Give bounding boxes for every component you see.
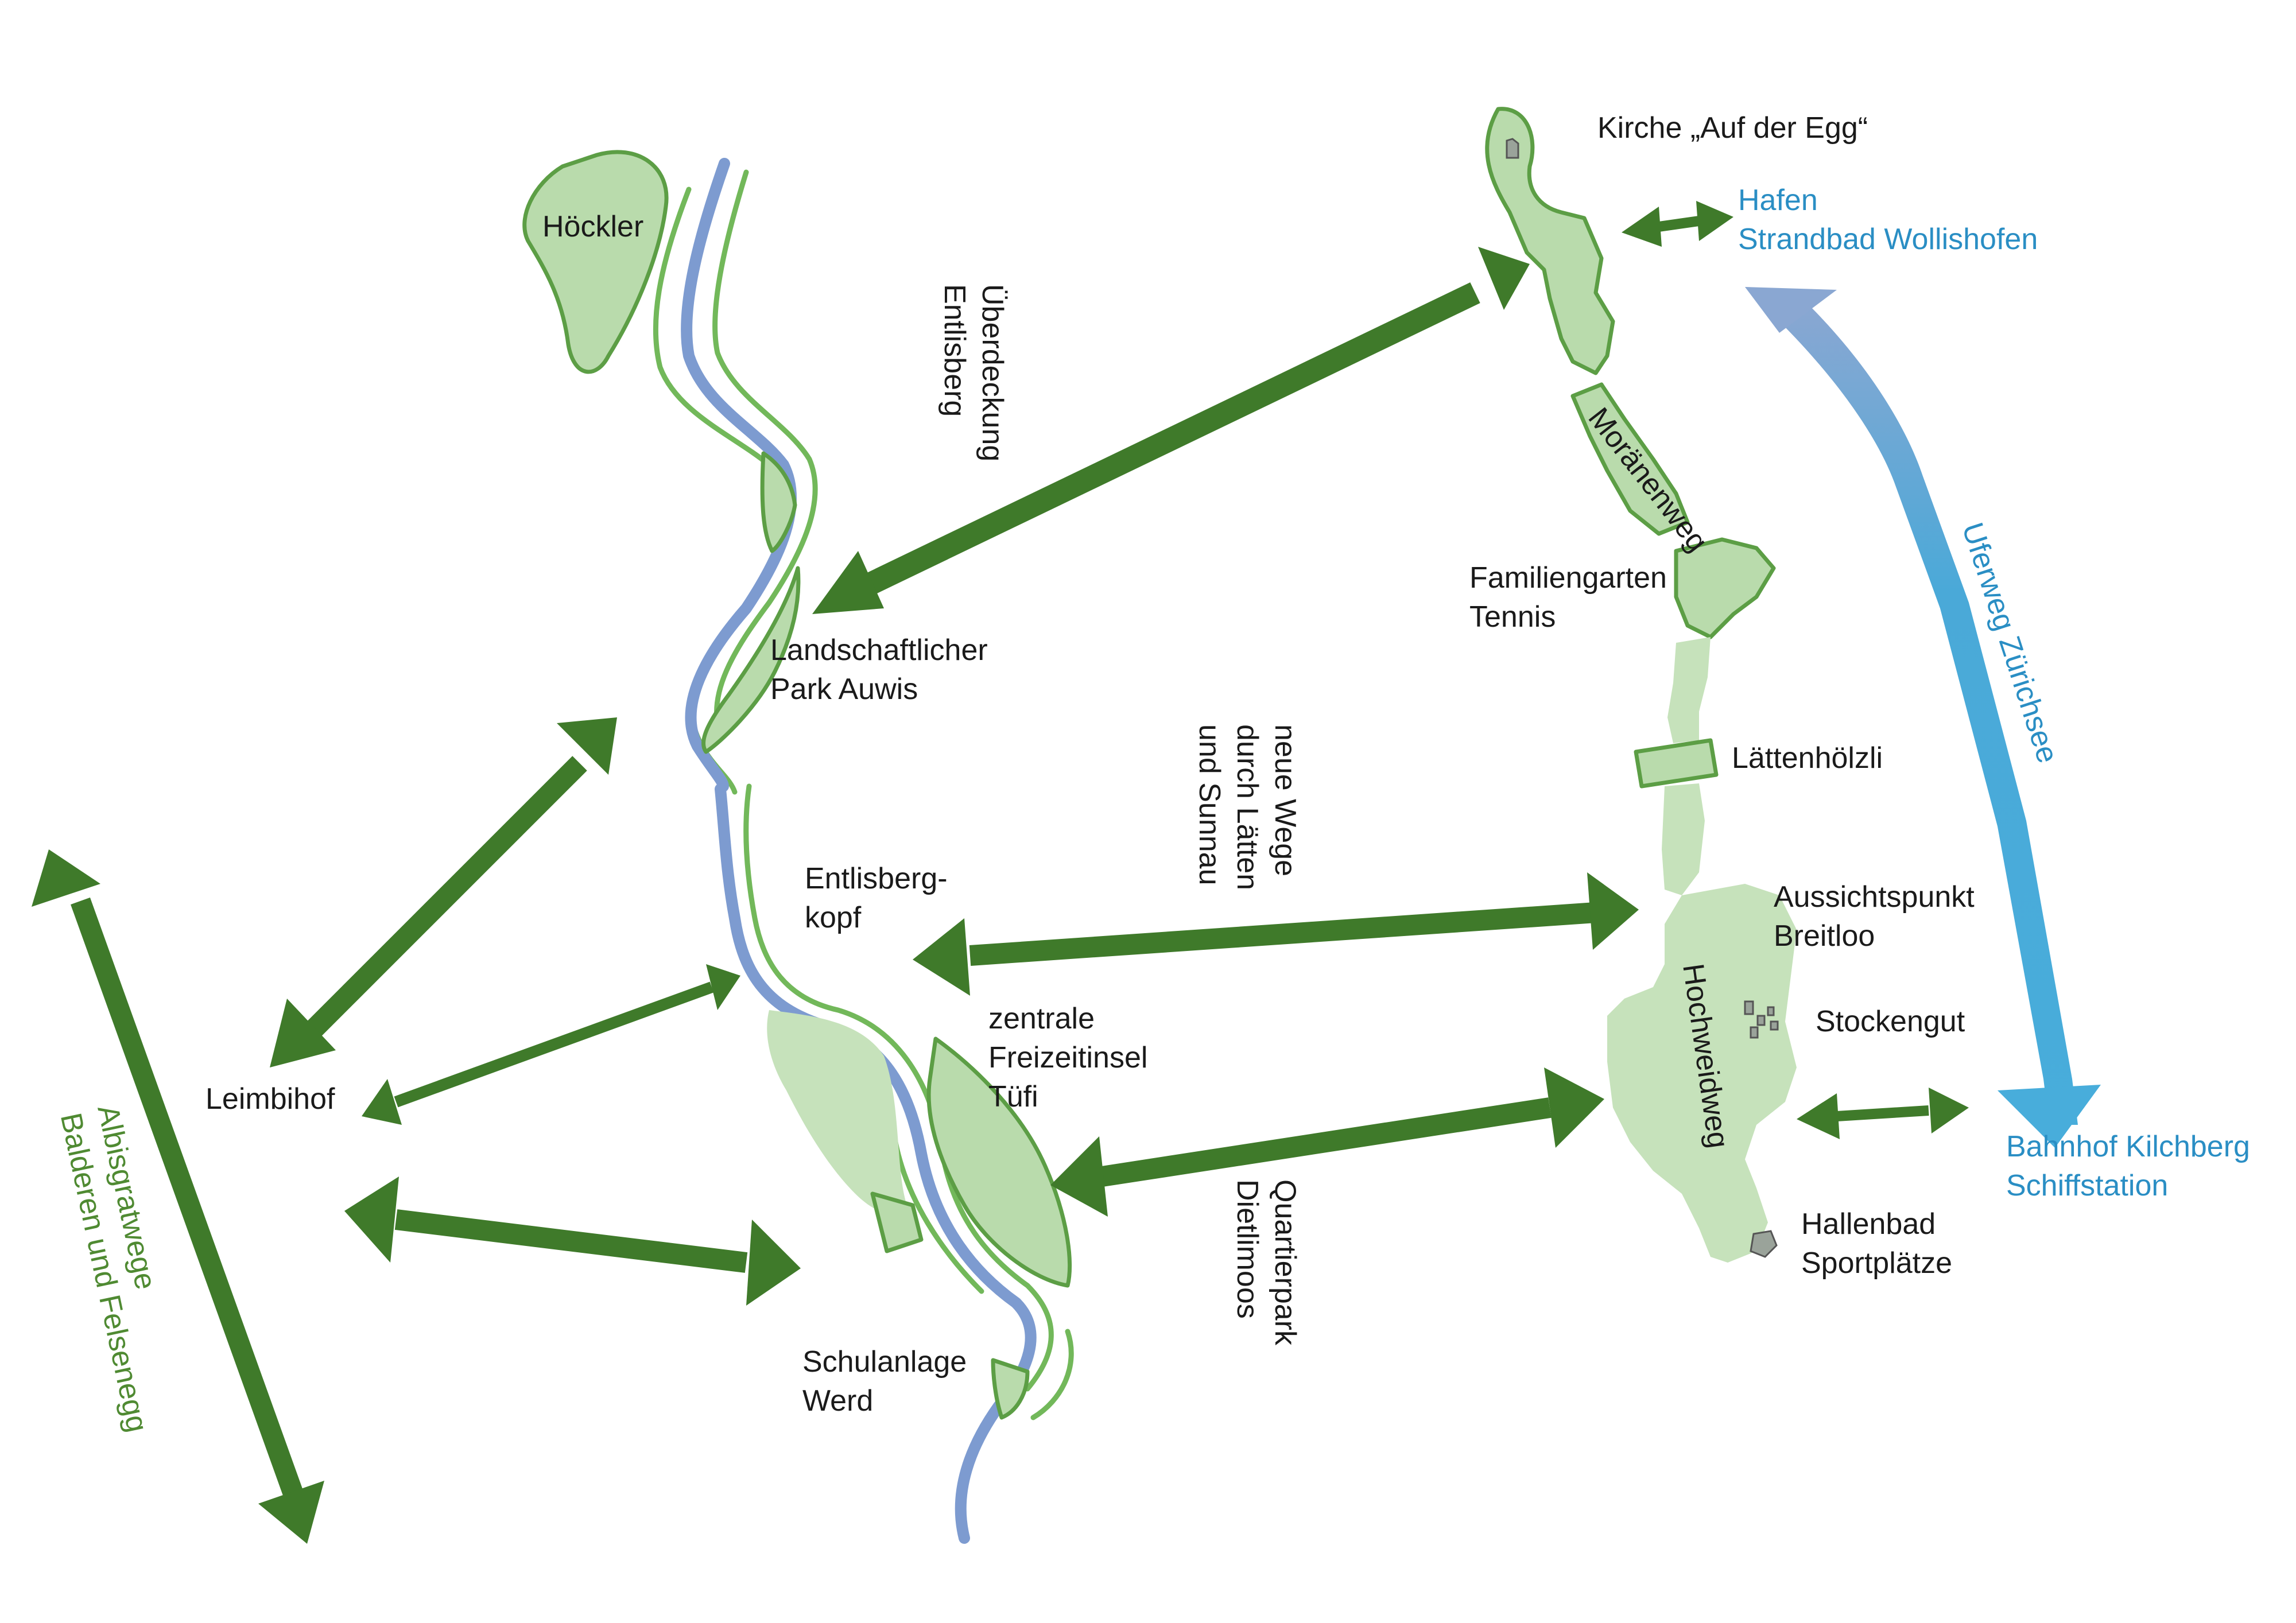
label-bahnhof-kilchberg: Bahnhof Kilchberg Schiffstation [2006, 1130, 2250, 1202]
label-zentrale-freizeitinsel: zentrale Freizeitinsel Tüfi [988, 1002, 1147, 1113]
park-hochweid [1607, 884, 1797, 1263]
park-corridor-middle [1667, 637, 1711, 743]
label-ueberdeckung-entlisberg: Überdeckung Entlisberg [938, 284, 1009, 461]
label-freizeitinsel-line1: zentrale [988, 1002, 1095, 1035]
arrow-leimbihof-entlisbergkopf [362, 964, 740, 1125]
park-corridor-lower [1662, 783, 1705, 895]
park-familiengarten [1674, 537, 1776, 639]
park-tuefi [926, 1036, 1072, 1288]
stockengut-buildings [1744, 1000, 1779, 1039]
label-quartierpark-line1: Quartierpark [1269, 1179, 1302, 1346]
label-stockengut: Stockengut [1816, 1005, 1965, 1038]
label-hafen-line1: Hafen [1738, 184, 1818, 217]
church-icon [1506, 138, 1519, 159]
arrow-hafen [1622, 201, 1733, 247]
label-familiengarten-line2: Tennis [1469, 600, 1556, 634]
label-quartierpark-line2: Dietlimoos [1231, 1179, 1264, 1319]
label-hallenbad-line1: Hallenbad [1801, 1207, 1936, 1241]
hallenbad-building [1750, 1230, 1778, 1258]
label-schulanlage-line2: Werd [802, 1384, 873, 1418]
label-leimbihof: Leimbihof [205, 1082, 335, 1116]
label-ueberdeckung-line2: Entlisberg [938, 284, 971, 417]
label-schulanlage-line1: Schulanlage [802, 1345, 967, 1379]
label-neue-wege-line3: und Sunnau [1193, 724, 1226, 886]
label-laettenhoelzli: Lättenhölzli [1732, 741, 1883, 775]
label-aussichtspunkt: Aussichtspunkt Breitloo [1774, 880, 1975, 953]
arrow-neue-wege [913, 872, 1639, 996]
label-ueberdeckung-line1: Überdeckung [976, 284, 1009, 461]
label-freizeitinsel-line3: Tüfi [988, 1080, 1038, 1113]
label-park-auwis-line1: Landschaftlicher [770, 634, 988, 667]
label-park-auwis-line2: Park Auwis [770, 673, 918, 706]
park-kirche-egg [1485, 107, 1615, 375]
label-hallenbad: Hallenbad Sportplätze [1801, 1207, 1952, 1280]
label-hallenbad-line2: Sportplätze [1801, 1247, 1952, 1280]
arrow-bahnhof-kilchberg [1797, 1088, 1969, 1139]
label-bahnhof-line1: Bahnhof Kilchberg [2006, 1130, 2250, 1163]
label-landschaftlicher-park: Landschaftlicher Park Auwis [770, 634, 988, 706]
label-quartierpark: Quartierpark Dietlimoos [1231, 1179, 1302, 1346]
park-moraenenweg [1570, 382, 1690, 536]
park-entlisbergkopf [767, 1010, 907, 1214]
label-hoeckler: Höckler [542, 210, 643, 243]
arrow-leimbihof-schulanlage [344, 1177, 801, 1306]
label-neue-wege-line2: durch Lätten [1231, 724, 1264, 890]
label-entlisbergkopf-line2: kopf [805, 901, 862, 934]
park-hoeckler [522, 150, 669, 374]
label-neue-wege-line1: neue Wege [1269, 724, 1302, 876]
label-hafen: Hafen Strandbad Wollishofen [1738, 184, 2038, 256]
arrow-uferweg-zuerichsee [1745, 287, 2101, 1148]
arrow-quartierpark [1050, 1067, 1604, 1217]
label-entlisbergkopf-line1: Entlisberg- [805, 862, 948, 895]
park-schulanlage-upper [870, 1191, 924, 1253]
arrow-ueberdeckung-entlisberg [812, 247, 1530, 614]
label-neue-wege: neue Wege durch Lätten und Sunnau [1193, 724, 1302, 890]
label-bahnhof-line2: Schiffstation [2006, 1169, 2168, 1202]
label-moraenenweg: Moränenweg [1582, 402, 1715, 558]
park-laettenhoelzli [1634, 738, 1719, 789]
label-kirche: Kirche „Auf der Egg“ [1597, 111, 1868, 145]
arrow-albisgratwege [32, 849, 324, 1544]
park-auwis-upper [760, 451, 797, 553]
label-familiengarten: Familiengarten Tennis [1469, 561, 1667, 634]
park-schulanlage-werd [991, 1358, 1030, 1420]
label-schulanlage: Schulanlage Werd [802, 1345, 967, 1418]
label-freizeitinsel-line2: Freizeitinsel [988, 1041, 1147, 1074]
label-hafen-line2: Strandbad Wollishofen [1738, 223, 2038, 256]
label-aussichtspunkt-line1: Aussichtspunkt [1774, 880, 1975, 914]
label-familiengarten-line1: Familiengarten [1469, 561, 1667, 595]
arrow-leimbihof-auwis [270, 717, 617, 1067]
park-auwis [701, 566, 801, 754]
label-aussichtspunkt-line2: Breitloo [1774, 919, 1875, 953]
label-entlisbergkopf: Entlisberg- kopf [805, 862, 948, 934]
